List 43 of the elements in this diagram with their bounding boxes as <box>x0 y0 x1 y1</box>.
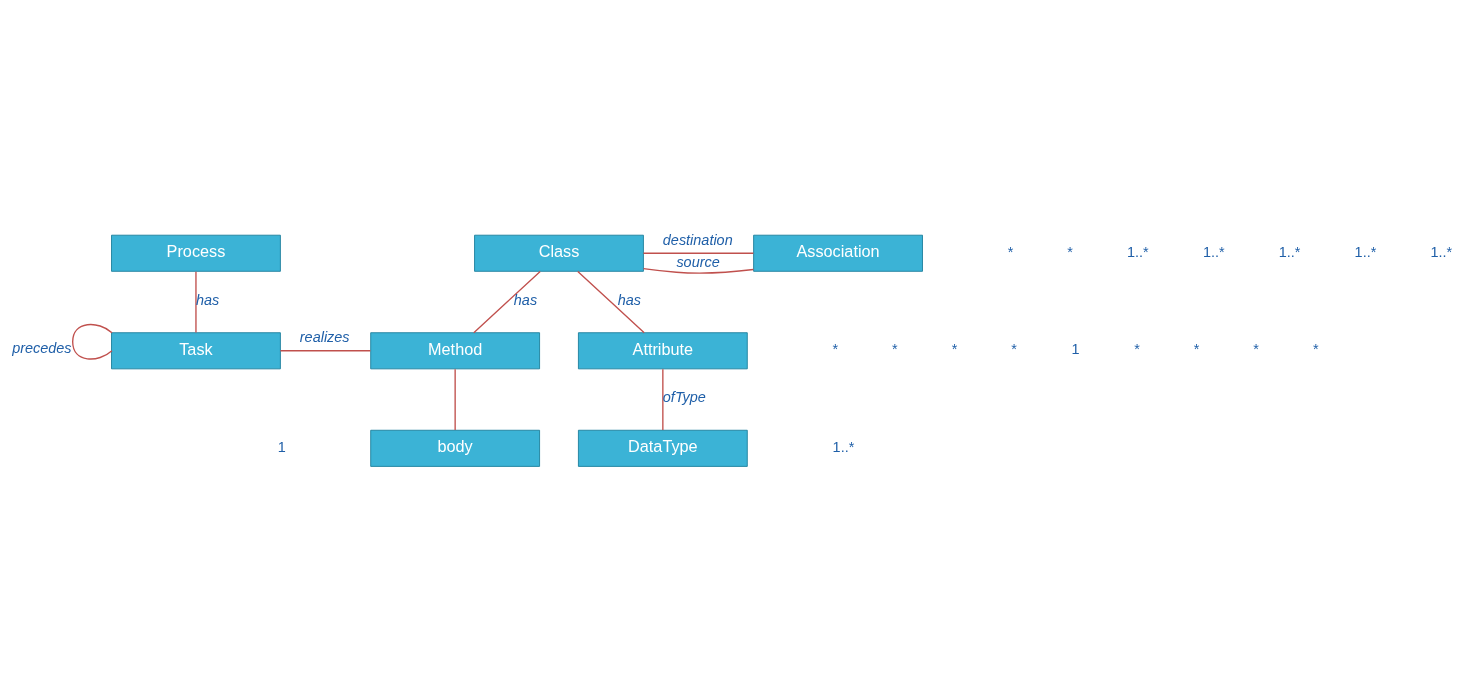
node-box: body <box>370 429 541 467</box>
label: 1..* <box>1354 243 1377 260</box>
node-box: Class <box>474 234 644 272</box>
label: 1..* <box>1202 243 1225 260</box>
node-box: Process <box>111 234 281 272</box>
label: * <box>1007 243 1014 260</box>
label: 1 <box>277 438 286 455</box>
label: 1..* <box>832 438 855 455</box>
connector <box>473 270 541 333</box>
label: * <box>1312 340 1319 357</box>
label: * <box>1011 340 1017 357</box>
edge-label: precedes <box>12 339 72 356</box>
edge-label: realizes <box>299 328 350 345</box>
node-box: Method <box>370 331 541 369</box>
label: * <box>1134 340 1140 357</box>
connector <box>577 270 645 333</box>
label: 1..* <box>1278 243 1301 260</box>
label: 1..* <box>1127 243 1149 260</box>
edge-label: has <box>513 291 538 308</box>
edge-label: ofType <box>662 388 706 405</box>
connector <box>72 323 113 360</box>
label: * <box>1193 340 1200 357</box>
label: * <box>832 340 839 357</box>
node-box: DataType <box>577 429 748 467</box>
label: * <box>951 340 958 357</box>
label: * <box>1067 243 1073 260</box>
connector <box>662 368 664 431</box>
node-box: Attribute <box>577 331 748 369</box>
label: * <box>892 340 898 357</box>
connector <box>642 252 755 254</box>
connector <box>642 267 755 274</box>
connector <box>454 368 456 431</box>
connector <box>195 270 197 333</box>
edge-label: source <box>676 253 720 270</box>
edge-label: has <box>617 291 641 308</box>
edge-label: destination <box>662 231 733 248</box>
label: 1 <box>1071 340 1080 357</box>
edge-label: has <box>195 291 220 308</box>
connector <box>279 349 371 351</box>
label: 1..* <box>1430 243 1453 260</box>
node-box: Association <box>753 234 923 272</box>
node-box: Task <box>111 331 281 369</box>
label: * <box>1253 340 1259 357</box>
